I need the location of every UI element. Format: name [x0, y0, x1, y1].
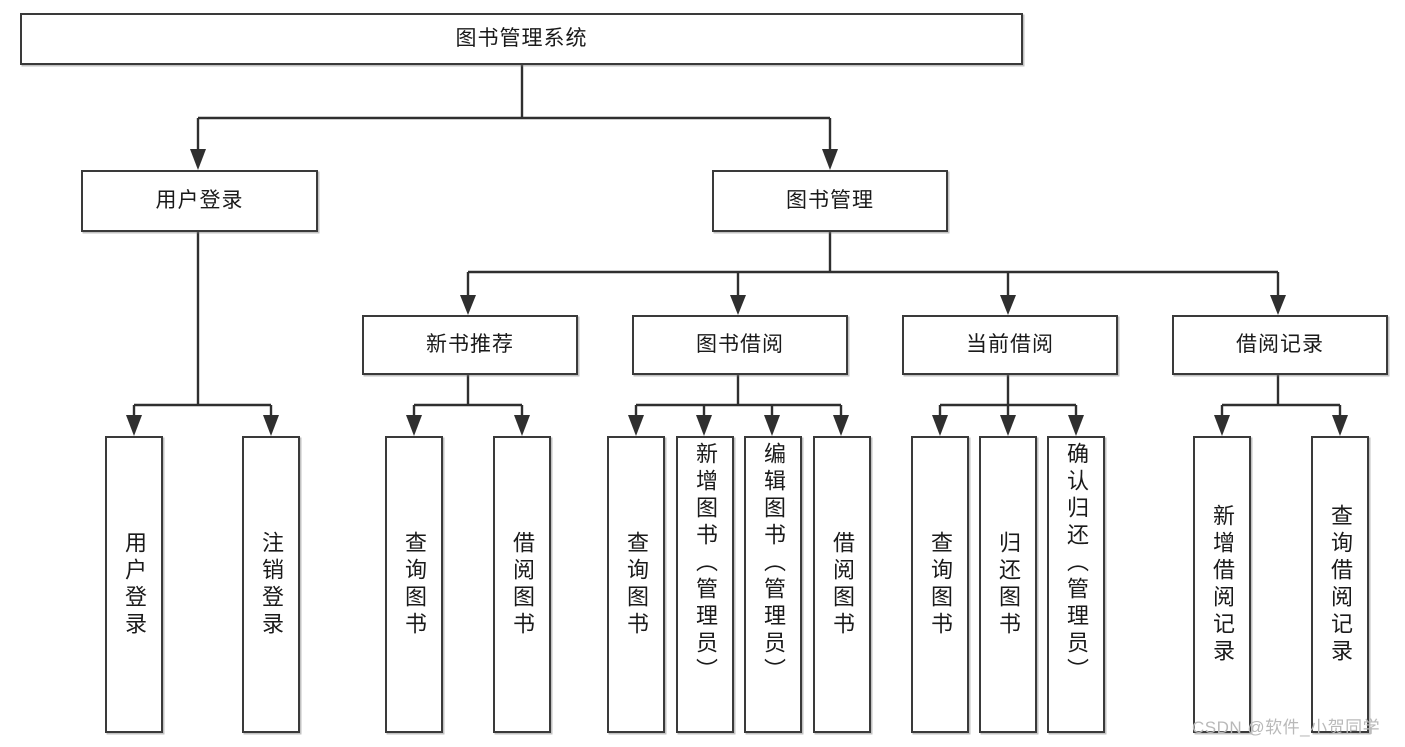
- node-book-management[interactable]: 图书管理: [712, 170, 948, 232]
- node-label: 新增图书（管理员）: [693, 442, 718, 685]
- leaf-query-book-current[interactable]: 查询图书: [911, 436, 969, 733]
- leaf-logout[interactable]: 注销登录: [242, 436, 300, 733]
- leaf-confirm-return-admin[interactable]: 确认归还（管理员）: [1047, 436, 1105, 733]
- leaf-user-login[interactable]: 用户登录: [105, 436, 163, 733]
- arrow-to-leaf-query-record: [1332, 415, 1348, 436]
- arrow-to-user-login: [190, 149, 206, 170]
- node-label: 注销登录: [259, 530, 284, 639]
- node-label: 查询借阅记录: [1328, 503, 1353, 666]
- arrow-to-leaf-query-book-2: [628, 415, 644, 436]
- node-label: 编辑图书（管理员）: [761, 442, 786, 685]
- node-label: 图书管理: [786, 188, 874, 212]
- arrow-to-borrow-record: [1270, 295, 1286, 315]
- leaf-query-borrow-record[interactable]: 查询借阅记录: [1311, 436, 1369, 733]
- leaf-query-book-borrow[interactable]: 查询图书: [607, 436, 665, 733]
- node-label: 用户登录: [155, 188, 244, 212]
- arrow-to-leaf-confirm-return: [1068, 415, 1084, 436]
- node-label: 新增借阅记录: [1210, 503, 1235, 666]
- node-label: 归还图书: [996, 530, 1021, 639]
- leaf-add-borrow-record[interactable]: 新增借阅记录: [1193, 436, 1251, 733]
- node-label: 借阅图书: [830, 530, 855, 639]
- arrow-to-leaf-add-record: [1214, 415, 1230, 436]
- node-label: 查询图书: [624, 530, 649, 639]
- node-label: 新书推荐: [426, 332, 514, 356]
- node-label: 借阅图书: [510, 530, 535, 639]
- node-user-login[interactable]: 用户登录: [81, 170, 318, 232]
- arrow-to-leaf-add-book: [696, 415, 712, 436]
- node-label: 查询图书: [928, 530, 953, 639]
- node-label: 当前借阅: [966, 332, 1054, 356]
- leaf-borrow-book[interactable]: 借阅图书: [813, 436, 871, 733]
- arrow-to-leaf-query-book-3: [932, 415, 948, 436]
- arrow-to-current-borrow: [1000, 295, 1016, 315]
- arrow-to-leaf-borrow-book-1: [514, 415, 530, 436]
- leaf-add-book-admin[interactable]: 新增图书（管理员）: [676, 436, 734, 733]
- arrow-to-leaf-logout: [263, 415, 279, 436]
- leaf-borrow-book-recommend[interactable]: 借阅图书: [493, 436, 551, 733]
- leaf-query-book-recommend[interactable]: 查询图书: [385, 436, 443, 733]
- arrow-to-book-manage: [822, 149, 838, 170]
- node-root-system[interactable]: 图书管理系统: [20, 13, 1023, 65]
- arrow-to-leaf-query-book-1: [406, 415, 422, 436]
- leaf-edit-book-admin[interactable]: 编辑图书（管理员）: [744, 436, 802, 733]
- arrow-to-leaf-borrow-book-2: [833, 415, 849, 436]
- node-label: 用户登录: [122, 530, 147, 639]
- arrow-to-book-borrow: [730, 295, 746, 315]
- node-new-book-recommend[interactable]: 新书推荐: [362, 315, 578, 375]
- node-label: 图书管理系统: [455, 26, 588, 50]
- node-label: 借阅记录: [1236, 332, 1324, 356]
- node-label: 确认归还（管理员）: [1064, 442, 1089, 685]
- leaf-return-book[interactable]: 归还图书: [979, 436, 1037, 733]
- arrow-to-leaf-return-book: [1000, 415, 1016, 436]
- node-label: 图书借阅: [696, 332, 784, 356]
- arrow-to-new-book: [460, 295, 476, 315]
- arrow-to-leaf-user-login: [126, 415, 142, 436]
- node-label: 查询图书: [402, 530, 427, 639]
- node-borrow-record[interactable]: 借阅记录: [1172, 315, 1388, 375]
- arrow-to-leaf-edit-book: [764, 415, 780, 436]
- node-book-borrow[interactable]: 图书借阅: [632, 315, 848, 375]
- node-current-borrow[interactable]: 当前借阅: [902, 315, 1118, 375]
